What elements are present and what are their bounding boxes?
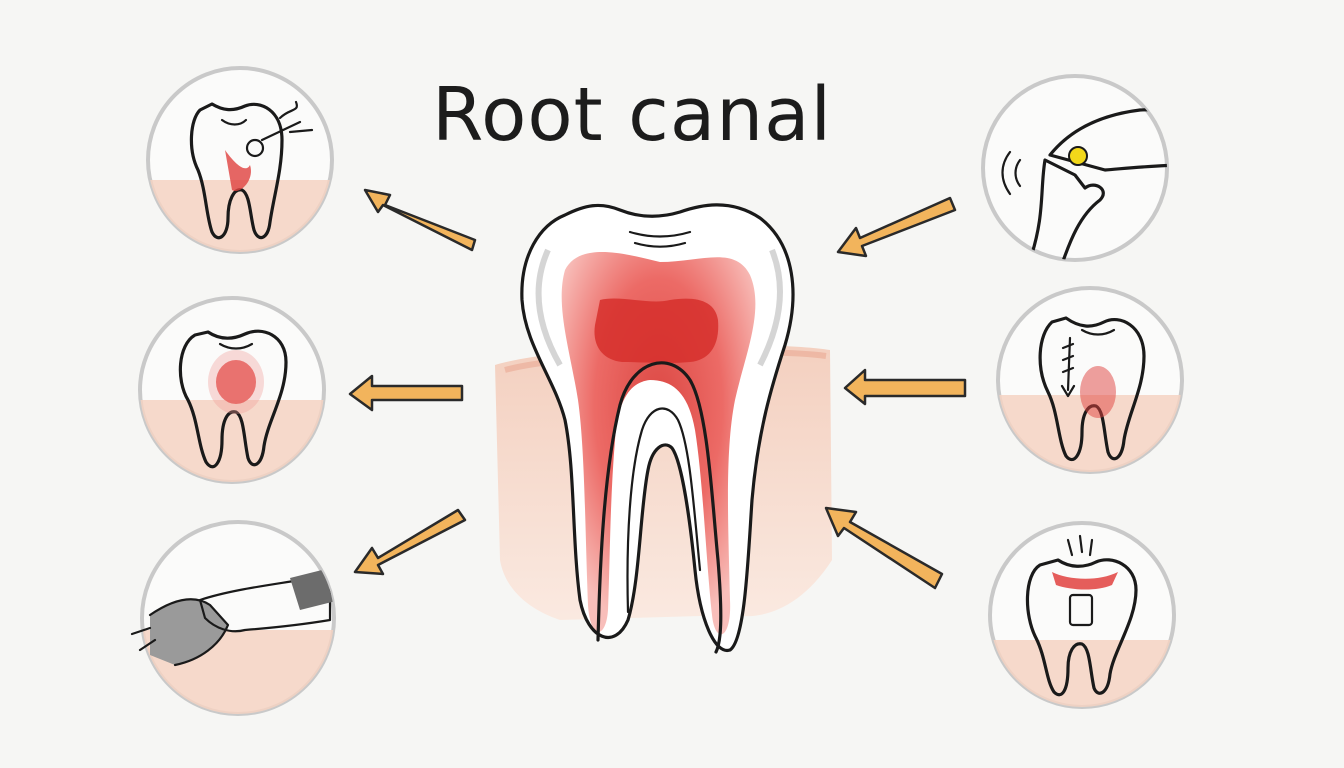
arrow-left-top: [363, 188, 477, 252]
arrow-right-middle: [843, 368, 967, 406]
infected-tooth-with-tool-icon: [146, 66, 334, 254]
hand-with-pill-icon: [981, 74, 1169, 262]
molar-cross-section-icon: [495, 203, 832, 654]
crowned-tooth-icon: [988, 521, 1176, 709]
arrow-left-bottom: [353, 508, 467, 576]
diagram-title: Root canal: [432, 72, 832, 158]
tooth-with-file-icon: [996, 286, 1184, 474]
gloved-hand-procedure-icon: [130, 520, 336, 716]
tooth-pulp-infection-icon: [138, 296, 326, 484]
arrow-right-bottom: [824, 506, 944, 590]
arrow-right-top: [836, 196, 957, 258]
arrow-left-middle: [348, 374, 464, 412]
